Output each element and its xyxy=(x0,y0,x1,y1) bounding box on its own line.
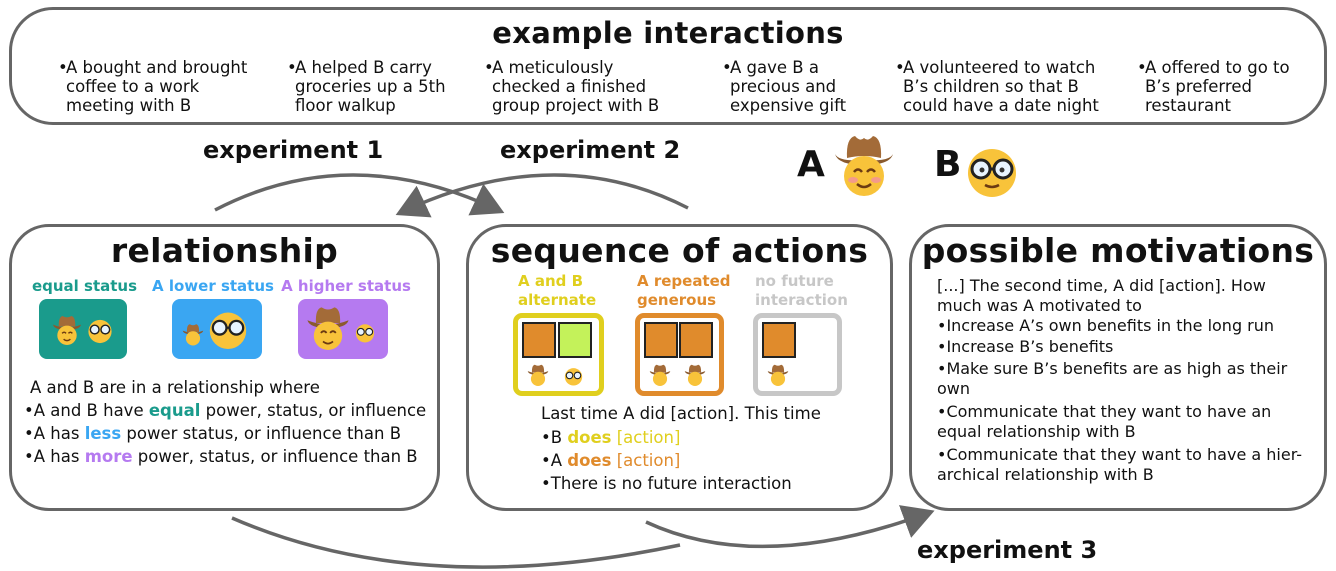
status-higher: A higher status xyxy=(281,277,411,295)
experiment-3-arrow-right xyxy=(645,505,935,549)
relationship-bullet: •A has less power status, or influence t… xyxy=(24,424,402,443)
sequence-bullet: •B does [action] xyxy=(541,428,681,447)
motivations-panel: possible motivations xyxy=(909,224,1327,511)
experiment-3-arrow-left xyxy=(231,516,681,569)
relationship-panel: relationship xyxy=(9,224,440,511)
sequence-intro: Last time A did [action]. This time xyxy=(541,404,821,423)
repeated-frame xyxy=(635,313,724,396)
nofuture-frame xyxy=(753,313,842,396)
sequence-bullet: •There is no future interaction xyxy=(541,474,792,493)
status-equal: equal status xyxy=(31,277,138,295)
motivation-item: •Make sure B’s benefits are as high as t… xyxy=(937,359,1288,398)
interaction-item: •A helped B carry groceries up a 5th flo… xyxy=(287,58,446,115)
agent-a-label: A xyxy=(797,144,825,185)
interaction-item: •A offered to go to B’s preferred restau… xyxy=(1137,58,1290,115)
cowboy-face-icon xyxy=(307,307,349,350)
glasses-face-icon xyxy=(564,368,583,386)
sequence-bullet: •A does [action] xyxy=(541,451,681,470)
a-action-square xyxy=(762,322,796,358)
experiment-1-label: experiment 1 xyxy=(203,136,384,164)
alternate-frame xyxy=(513,313,604,396)
relationship-bullet: •A has more power, status, or influence … xyxy=(24,447,418,466)
a-action-square xyxy=(522,322,556,358)
interactions-title: example interactions xyxy=(492,16,844,50)
experiment-1-arrow xyxy=(214,173,505,216)
agent-b-label: B xyxy=(934,144,962,185)
cowboy-face-icon xyxy=(649,364,671,386)
a-action-square xyxy=(679,322,713,358)
sequence-title: sequence of actions xyxy=(490,231,869,270)
motivation-item: •Communicate that they want to have a hi… xyxy=(937,445,1303,484)
cowboy-face-icon xyxy=(52,315,82,345)
relationship-bullet: •A and B have equal power, status, or in… xyxy=(24,401,427,420)
glasses-face-icon xyxy=(88,319,112,344)
relationship-title: relationship xyxy=(110,231,339,270)
b-action-square xyxy=(558,322,592,358)
cowboy-face-icon xyxy=(767,364,789,386)
glasses-face-icon xyxy=(355,324,375,343)
cowboy-face-icon xyxy=(835,136,893,196)
motivation-item: •Communicate that they want to have an e… xyxy=(937,402,1272,441)
cowboy-face-icon xyxy=(684,364,706,386)
motivations-intro: [...] The second time, A did [action]. H… xyxy=(937,276,1266,315)
experiment-2-label: experiment 2 xyxy=(500,136,681,164)
experiment-2-arrow xyxy=(395,173,689,218)
glasses-face-icon xyxy=(209,312,247,349)
cowboy-face-icon xyxy=(527,364,549,386)
relationship-intro: A and B are in a relationship where xyxy=(30,378,320,397)
interaction-item: •A volunteered to watch B’s children so … xyxy=(895,58,1099,115)
motivation-item: •Increase B’s benefits xyxy=(937,337,1114,356)
interactions-panel: example interactions xyxy=(9,7,1327,125)
equal-status-swatch xyxy=(39,299,127,359)
experiment-3-label: experiment 3 xyxy=(917,536,1098,564)
interaction-item: •A meticulously checked a finished group… xyxy=(484,58,660,115)
higher-status-swatch xyxy=(298,299,388,359)
a-action-square xyxy=(644,322,678,358)
cowboy-face-icon xyxy=(182,324,204,346)
motivations-title: possible motivations xyxy=(921,231,1315,270)
glasses-face-icon xyxy=(968,149,1016,197)
motivation-item: •Increase A’s own benefits in the long r… xyxy=(937,316,1275,335)
interaction-item: •A gave B a precious and expensive gift xyxy=(722,58,847,115)
interaction-item: •A bought and brought coffee to a work m… xyxy=(58,58,248,115)
status-lower: A lower status xyxy=(152,277,274,295)
